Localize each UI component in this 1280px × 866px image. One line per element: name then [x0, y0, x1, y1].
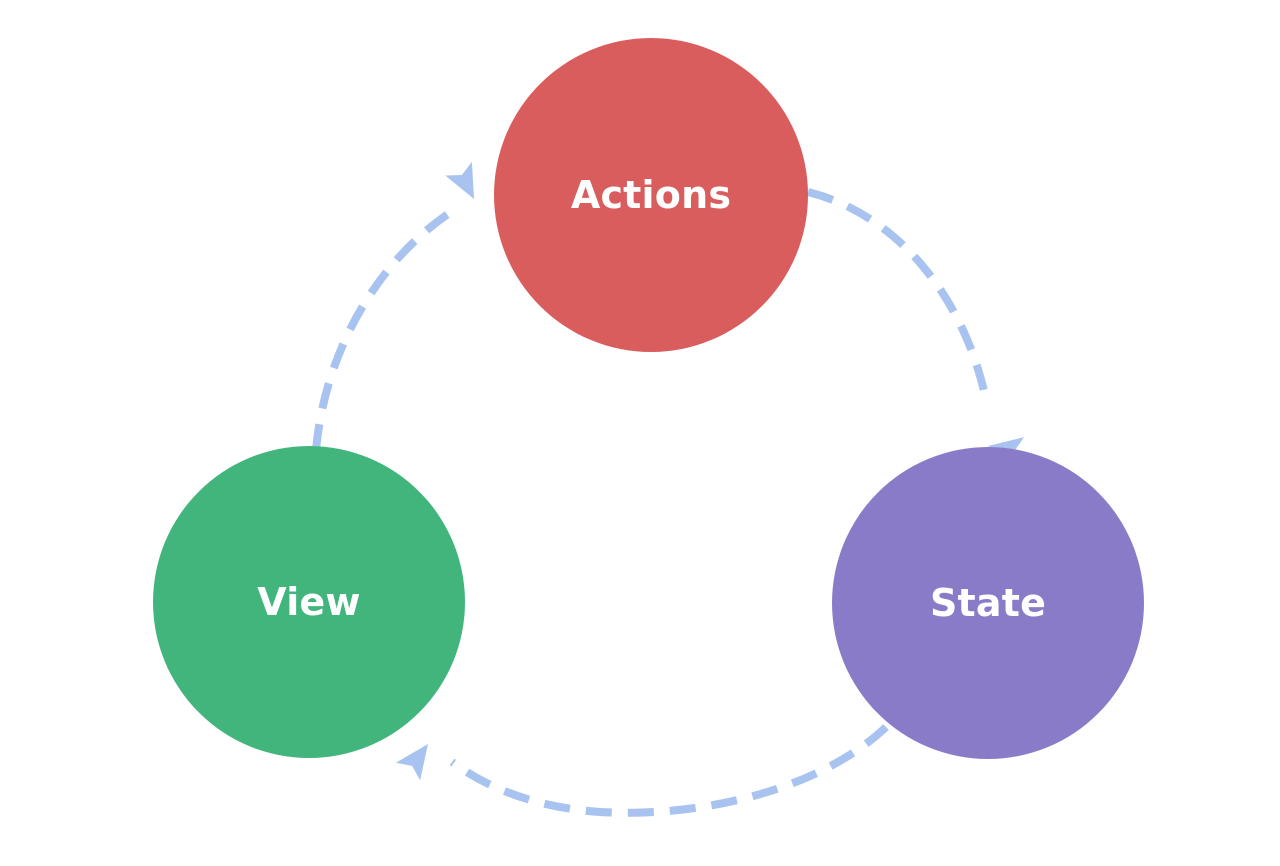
edge-actions-to-state-path [807, 188, 990, 401]
edge-state-to-view-arrowhead [395, 744, 428, 781]
node-state[interactable]: State [832, 447, 1144, 759]
edge-group [312, 161, 1025, 817]
node-actions[interactable]: Actions [494, 38, 808, 352]
node-actions-circle[interactable] [494, 38, 808, 352]
edge-actions-to-state [807, 188, 1025, 467]
node-state-circle[interactable] [832, 447, 1144, 759]
edge-state-to-view-path [449, 724, 889, 817]
edge-state-to-view [395, 724, 889, 817]
node-actions-label: Actions [571, 173, 731, 217]
edge-view-to-actions [312, 161, 474, 451]
node-group: Actions View State [153, 38, 1144, 759]
node-state-label: State [930, 581, 1046, 625]
node-view[interactable]: View [153, 446, 465, 758]
edge-view-to-actions-arrowhead [445, 161, 474, 199]
edge-view-to-actions-path [312, 210, 451, 451]
node-view-label: View [257, 580, 360, 624]
node-view-circle[interactable] [153, 446, 465, 758]
